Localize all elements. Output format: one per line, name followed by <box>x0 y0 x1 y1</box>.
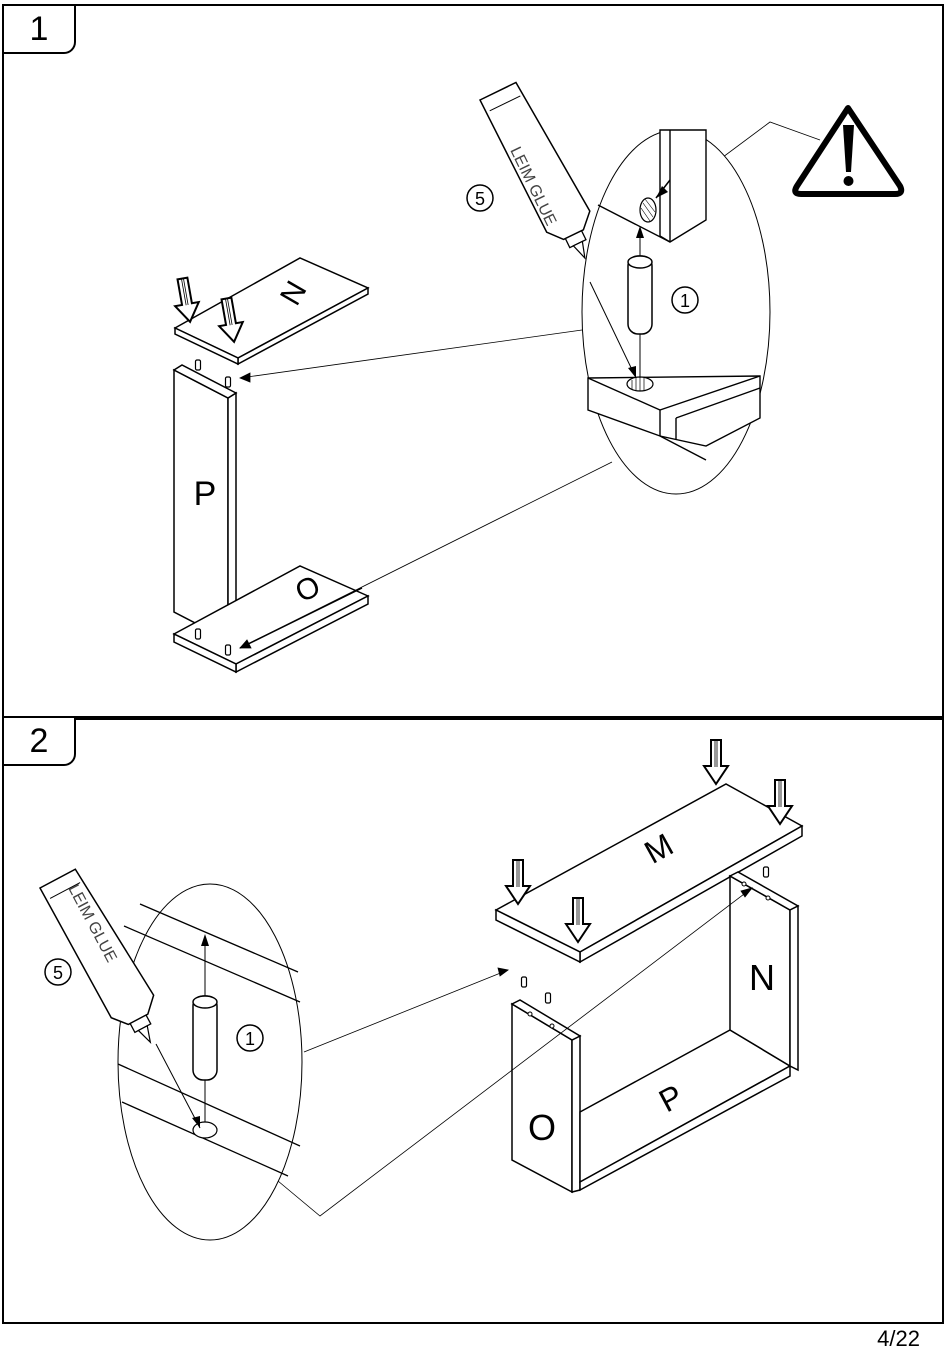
panel-p-label-step1: P <box>194 475 217 513</box>
glue-tube-icon <box>480 78 607 269</box>
dowel-callout-step2: 1 <box>237 1025 263 1051</box>
glue-callout-step1: 5 <box>467 185 493 211</box>
detail-view-step1 <box>582 130 770 494</box>
panel-n-top <box>175 258 368 364</box>
svg-text:1: 1 <box>245 1029 255 1049</box>
svg-text:5: 5 <box>475 189 485 209</box>
page-number: 4/22 <box>877 1326 920 1352</box>
glue-callout-step2: 5 <box>45 959 71 985</box>
svg-text:1: 1 <box>680 291 690 311</box>
warning-icon <box>795 108 901 194</box>
svg-text:5: 5 <box>53 963 63 983</box>
panel-o-label-step2: O <box>528 1107 556 1148</box>
panel-n-label-step2: N <box>749 957 775 998</box>
dowel-callout-step1: 1 <box>672 287 698 313</box>
